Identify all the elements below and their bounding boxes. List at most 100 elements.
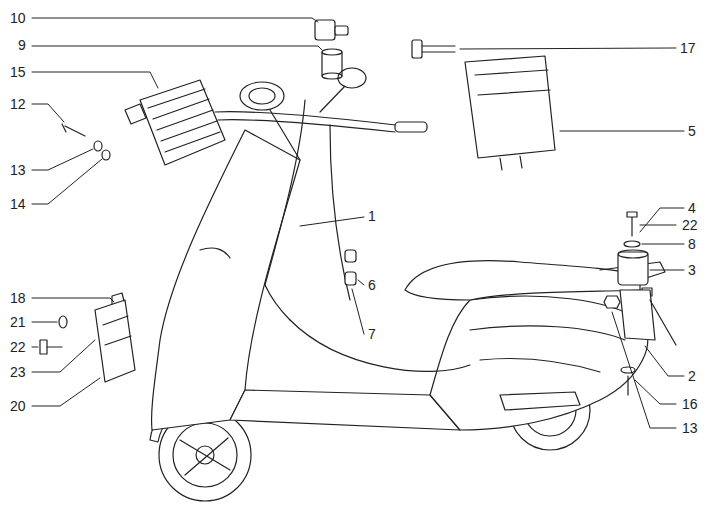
wiring-harness: [265, 100, 470, 371]
ignition-coil-part: [650, 300, 676, 345]
leader-lines-part: [32, 378, 100, 406]
ignition-unit-part: [500, 156, 522, 170]
leader-lines-part: [358, 280, 364, 285]
ignition-coil-part: [624, 241, 640, 247]
ignition-coil-part: [627, 376, 628, 395]
horn-unit-part: [103, 316, 131, 345]
horn-unit-part: [59, 316, 67, 328]
scooter-body-part: [152, 130, 300, 430]
horn-unit: [40, 293, 135, 382]
ignition-coil-part: [620, 290, 655, 340]
callout-number: 4: [688, 200, 696, 216]
callout-number: 13: [10, 162, 26, 178]
voltage-regulator-part: [94, 141, 102, 151]
leader-lines-part: [645, 346, 684, 376]
horn-unit-part: [40, 340, 47, 354]
ignition-unit-part: [475, 70, 550, 95]
callout-number: 5: [688, 123, 696, 139]
ignition-coil: [604, 212, 676, 395]
ignition-coil-part: [604, 296, 620, 308]
spark-plug-cap-part: [335, 26, 348, 35]
handlebar-part: [249, 88, 275, 104]
scooter-body-part: [405, 261, 640, 300]
callout-number: 18: [10, 290, 26, 306]
callout-number: 2: [688, 368, 696, 384]
leader-lines-part: [32, 347, 38, 348]
wiring-harness-part: [290, 320, 470, 371]
callout-number: 22: [682, 217, 698, 233]
handlebar: [215, 68, 427, 160]
callout-number: 15: [10, 64, 26, 80]
spark-plug-cap-part: [315, 20, 335, 40]
callout-number: 9: [18, 37, 26, 53]
grommets-part: [345, 250, 356, 262]
voltage-regulator-part: [125, 104, 146, 124]
scooter-body-part: [230, 390, 460, 430]
front-wheel-part: [180, 438, 230, 475]
grommets: [345, 250, 356, 285]
callout-number: 20: [10, 398, 26, 414]
handlebar-part: [320, 86, 345, 112]
spark-plug-cap-part: [322, 73, 342, 79]
scooter-body: [150, 130, 665, 442]
horn-unit-part: [95, 300, 135, 382]
wiring-harness-part: [265, 100, 305, 285]
leader-lines-part: [560, 131, 684, 132]
handlebar-part: [240, 82, 284, 110]
handlebar-part: [270, 110, 300, 160]
leader-lines-part: [32, 159, 102, 204]
front-wheel-part: [173, 423, 237, 487]
wiring-harness-part: [265, 285, 290, 320]
leader-lines-part: [32, 340, 95, 372]
leader-lines-part: [642, 244, 684, 245]
leader-lines-part: [352, 289, 364, 334]
leader-lines-part: [650, 270, 684, 271]
handlebar-part: [218, 120, 395, 132]
callout-number: 16: [682, 396, 698, 412]
handlebar-part: [395, 122, 427, 132]
leader-lines-part: [32, 322, 57, 323]
ignition-coil-part: [627, 212, 637, 217]
leader-lines-part: [640, 225, 676, 226]
voltage-regulator-part: [148, 89, 220, 152]
callout-number: 6: [368, 277, 376, 293]
ignition-unit-part: [465, 56, 555, 158]
spark-plug-cap: [315, 20, 348, 79]
scooter-body-part: [500, 392, 580, 410]
ignition-unit-part: [412, 40, 422, 58]
leader-lines-part: [460, 48, 676, 49]
leader-lines-part: [32, 18, 318, 22]
leader-lines: [32, 18, 684, 428]
scooter-body-part: [430, 296, 648, 430]
voltage-regulator-part: [62, 124, 85, 136]
leader-lines-part: [640, 208, 684, 232]
leader-lines-part: [32, 298, 114, 302]
callout-number: 21: [10, 314, 26, 330]
ignition-coil-part: [618, 250, 648, 258]
callout-number: 23: [10, 364, 26, 380]
callout-number: 12: [10, 96, 26, 112]
voltage-regulator-part: [102, 150, 110, 160]
scooter-body-part: [480, 359, 600, 373]
leader-lines-part: [300, 217, 364, 226]
leader-lines-part: [32, 46, 322, 50]
callout-number: 17: [680, 40, 696, 56]
leader-lines-part: [32, 149, 93, 170]
scooter-body-part: [470, 326, 625, 340]
voltage-regulator-part: [140, 80, 225, 165]
callout-number: 13: [682, 420, 698, 436]
grommets-part: [345, 272, 356, 285]
callout-number: 14: [10, 196, 26, 212]
ignition-coil-part: [621, 367, 635, 373]
callout-number: 10: [10, 10, 26, 26]
callout-number: 3: [688, 262, 696, 278]
scooter-body-part: [200, 248, 230, 258]
ignition-unit: [412, 40, 555, 170]
leader-lines-part: [612, 312, 676, 428]
horn-unit-part: [47, 346, 62, 347]
ignition-unit-part: [422, 46, 455, 52]
spark-plug-cap-part: [322, 49, 342, 55]
